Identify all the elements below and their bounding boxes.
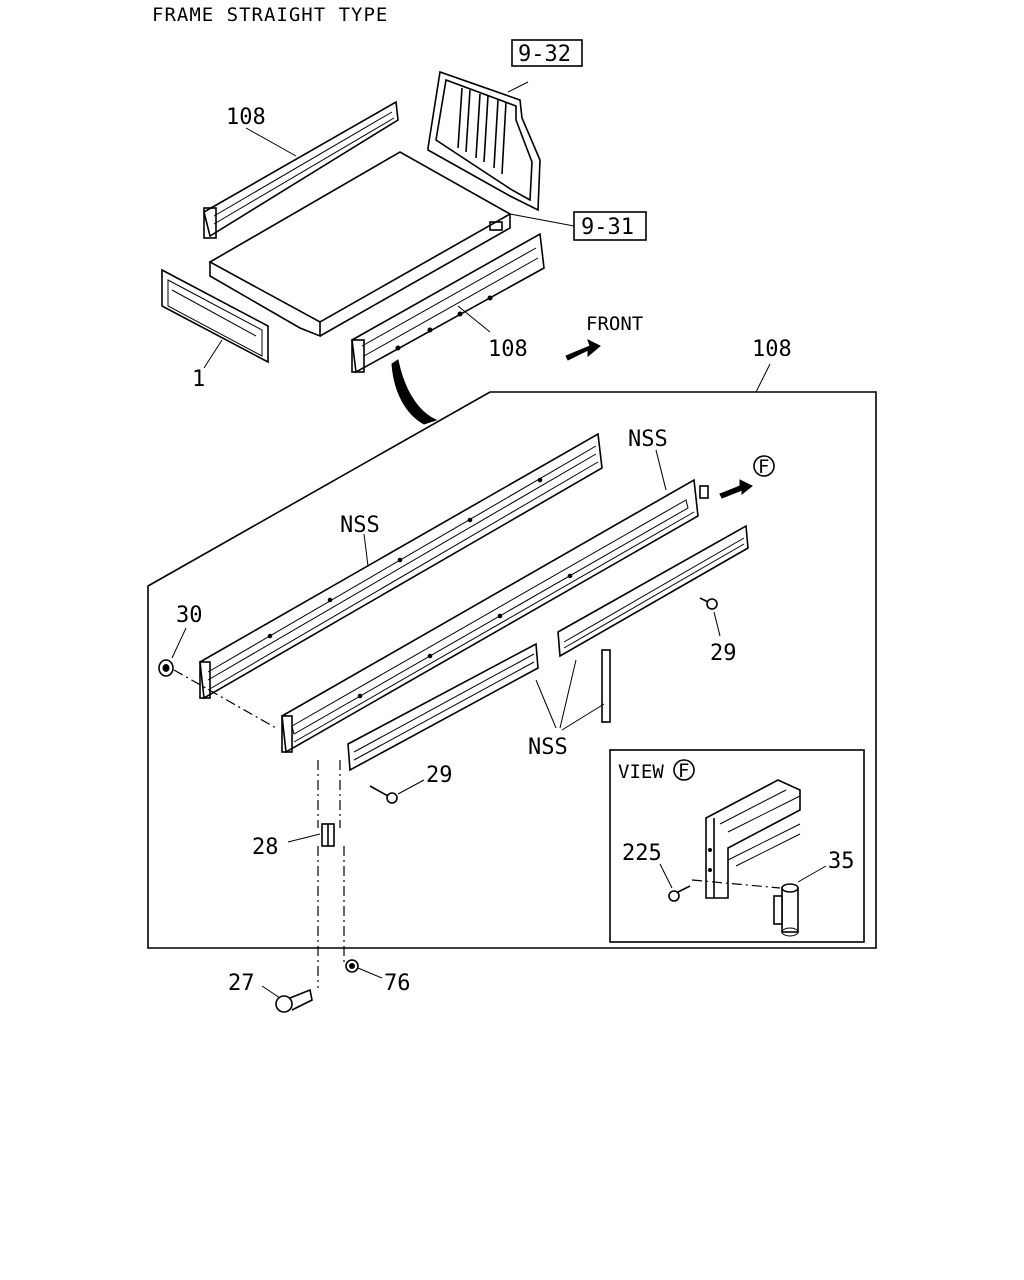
- short-right-rail: [557, 524, 749, 658]
- leader-27: [261, 985, 281, 999]
- hinge-28: [321, 823, 335, 847]
- diagram-title: FRAME STRAIGHT TYPE: [152, 4, 388, 26]
- long-side-rail: [199, 432, 603, 700]
- callout-1: 1: [192, 367, 205, 392]
- callout-nss-bottom: NSS: [528, 735, 568, 760]
- leader-28: [287, 833, 321, 843]
- f-marker: F: [758, 456, 769, 478]
- rear-gate: [161, 268, 269, 364]
- ref-box-9-31: [573, 211, 647, 241]
- callout-225: 225: [622, 841, 662, 866]
- view-f-arrow-icon: [719, 479, 753, 499]
- leader-108-top-right: [457, 305, 491, 333]
- right-side-gate: [351, 232, 545, 374]
- view-f-marker-circle: [673, 759, 695, 781]
- leader-nss-bottom-1: [535, 679, 557, 729]
- callout-108-detail: 108: [752, 337, 792, 362]
- leader-108-top-left: [245, 127, 297, 157]
- front-label: FRONT: [586, 313, 643, 335]
- leader-35: [797, 865, 827, 883]
- callout-nss-top-right: NSS: [628, 427, 668, 452]
- front-frame-rail: [281, 478, 709, 754]
- callout-29-right: 29: [710, 641, 737, 666]
- ref-label-9-32: 9-32: [518, 42, 571, 67]
- view-f-marker: F: [678, 760, 689, 782]
- leader-9-31: [509, 213, 575, 227]
- leader-225: [659, 863, 673, 889]
- leader-nss-bottom-3: [561, 703, 605, 731]
- detail-frame: [147, 391, 877, 949]
- callout-76: 76: [384, 971, 411, 996]
- leader-nss-top-right: [655, 449, 667, 491]
- leader-76: [357, 967, 383, 979]
- view-f-label: VIEW: [618, 761, 664, 783]
- pin-35: [773, 883, 799, 937]
- front-gate-assembly: [427, 70, 541, 212]
- left-side-gate: [203, 100, 399, 239]
- ref-label-9-31: 9-31: [581, 215, 634, 240]
- bolt-225: [668, 885, 691, 902]
- bolt-29-left: [369, 785, 398, 804]
- callout-108-top-left: 108: [226, 105, 266, 130]
- f-marker-circle: [753, 455, 775, 477]
- detail-pointer-arrow-icon: [391, 359, 438, 425]
- washer-30: [158, 659, 174, 677]
- callout-35: 35: [828, 849, 855, 874]
- leader-30: [171, 627, 187, 659]
- callout-27: 27: [228, 971, 255, 996]
- bolt-29-right: [699, 597, 718, 610]
- ref-box-9-32: [511, 39, 583, 67]
- leader-29-right: [713, 611, 721, 637]
- deck-platform: [208, 151, 512, 338]
- callout-28: 28: [252, 835, 279, 860]
- leader-108-detail: [755, 363, 771, 393]
- callout-29-left: 29: [426, 763, 453, 788]
- short-bottom-rail: [347, 642, 539, 772]
- front-arrow-icon: [565, 339, 601, 361]
- vertical-strap: [601, 649, 611, 723]
- view-f-frame-corner: [705, 779, 801, 899]
- leader-nss-bottom-2: [559, 659, 577, 729]
- view-f-centerline: [691, 879, 781, 889]
- view-f-inset: [609, 749, 865, 943]
- nut-76: [345, 959, 359, 973]
- leader-29-left: [397, 779, 425, 795]
- callout-108-top-right: 108: [488, 337, 528, 362]
- callout-30: 30: [176, 603, 203, 628]
- leader-1: [203, 339, 223, 369]
- pin-27: [275, 988, 313, 1013]
- callout-nss-left: NSS: [340, 513, 380, 538]
- leader-nss-left: [363, 533, 369, 567]
